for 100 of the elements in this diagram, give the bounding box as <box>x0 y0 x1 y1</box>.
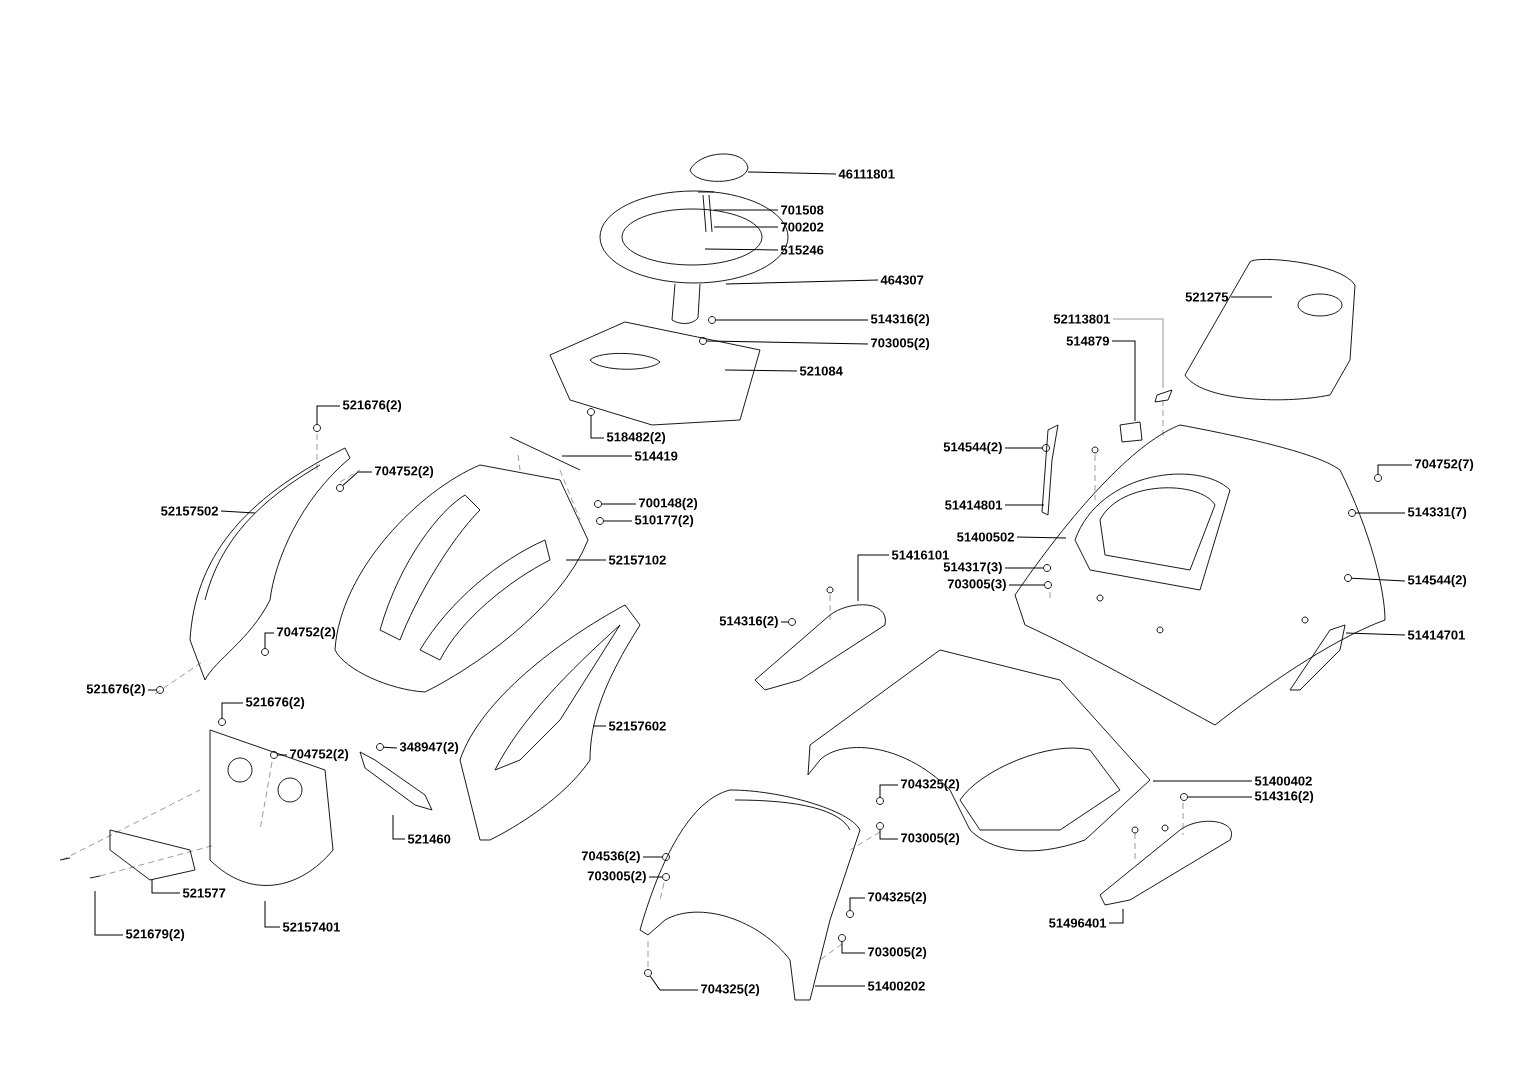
callout-number: 703005(2) <box>587 870 646 884</box>
leader-line <box>1016 536 1067 539</box>
callout-number: 703005(3) <box>947 578 1006 592</box>
leader-line <box>780 621 789 623</box>
callout-number: 514879 <box>1066 336 1109 346</box>
callout-number: 46111801 <box>838 169 895 179</box>
leader-line <box>1112 318 1164 389</box>
leader-line <box>264 900 281 928</box>
leader-line <box>879 829 899 840</box>
leader-line <box>849 897 866 911</box>
fastener-icon <box>644 969 652 977</box>
leader-line <box>642 856 663 858</box>
fastener-icon <box>1374 474 1382 482</box>
leader-line <box>1377 464 1413 475</box>
callout-number: 700202 <box>781 222 824 232</box>
callout-number: 704325(2) <box>701 983 760 997</box>
callout-number: 51416101 <box>891 550 949 560</box>
callout-number: 521577 <box>182 888 226 898</box>
leader-line <box>264 632 275 649</box>
leader-line <box>277 754 288 756</box>
callout-number: 510177(2) <box>634 514 694 528</box>
callout-number: 51414801 <box>945 500 1003 510</box>
fastener-icon <box>876 797 884 805</box>
callout-number: 514316(2) <box>719 615 778 629</box>
callout-number: 514544(2) <box>943 441 1002 455</box>
leader-line <box>1004 567 1044 569</box>
callout-number: 51400202 <box>867 981 925 991</box>
callout-number: 51400502 <box>957 532 1014 542</box>
callout-number: 52157102 <box>608 555 666 565</box>
leader-line <box>724 369 798 372</box>
fastener-icon <box>662 873 670 881</box>
fastener-icon <box>1180 793 1188 801</box>
callout-number: 514317(3) <box>943 561 1002 575</box>
callout-number: 704536(2) <box>581 850 640 864</box>
callout-number: 514331(7) <box>1407 506 1467 520</box>
leader-line <box>879 784 899 798</box>
callout-number: 521084 <box>799 366 843 376</box>
callout-number: 514316(2) <box>1254 790 1314 804</box>
callout-number: 514544(2) <box>1407 574 1467 588</box>
callout-number: 51414701 <box>1407 630 1465 640</box>
leader-line <box>814 985 866 987</box>
callout-number: 52113801 <box>1053 314 1111 324</box>
callout-number: 703005(2) <box>871 337 930 351</box>
callout-number: 52157502 <box>161 506 218 516</box>
fastener-icon <box>261 648 269 656</box>
leader-line <box>649 975 699 991</box>
leader-line <box>1004 447 1043 449</box>
fastener-icon <box>662 853 670 861</box>
leader-line <box>1230 296 1273 298</box>
fastener-icon <box>594 500 602 508</box>
leader-line <box>147 689 157 691</box>
leader-line <box>648 876 663 878</box>
callout-number: 51400402 <box>1254 776 1312 786</box>
callout-number: 521679(2) <box>125 928 185 942</box>
fastener-icon <box>1042 444 1050 452</box>
leader-line <box>1345 632 1406 636</box>
callout-number: 515246 <box>780 245 824 255</box>
callout-number: 514316(2) <box>870 313 930 327</box>
callout-number: 700148(2) <box>639 497 698 511</box>
callout-number: 703005(2) <box>901 832 960 846</box>
leader-line <box>1187 796 1253 798</box>
callout-number: 52157602 <box>608 721 666 731</box>
fastener-icon <box>270 751 278 759</box>
leader-line <box>715 319 869 321</box>
fastener-icon <box>218 718 226 726</box>
callout-number: 701508 <box>781 205 824 215</box>
fastener-icon <box>336 484 344 492</box>
leader-line <box>704 248 779 251</box>
leader-line <box>383 746 398 749</box>
leader-line <box>590 415 605 439</box>
leader-line <box>316 405 341 425</box>
fastener-icon <box>587 408 595 416</box>
callout-number: 518482(2) <box>606 431 666 445</box>
leader-line <box>592 725 607 727</box>
callout-number: 514419 <box>634 451 678 461</box>
leader-line <box>561 455 633 457</box>
fastener-icon <box>1348 509 1356 517</box>
leader-line <box>1351 577 1406 582</box>
fastener-icon <box>156 686 164 694</box>
leader-line <box>565 559 607 561</box>
callout-number: 704752(2) <box>277 626 336 640</box>
leader-line <box>1108 908 1124 924</box>
fastener-icon <box>788 618 796 626</box>
fastener-icon <box>1043 564 1051 572</box>
leader-line <box>601 503 637 505</box>
leader-line <box>1152 780 1253 782</box>
fastener-icon <box>876 822 884 830</box>
leader-line <box>841 941 866 954</box>
leader-line <box>725 279 879 285</box>
leader-line <box>603 520 633 522</box>
callout-number: 521676(2) <box>245 696 305 710</box>
callout-number: 51496401 <box>1049 918 1107 928</box>
fastener-icon <box>699 337 707 345</box>
callout-number: 704325(2) <box>868 891 927 905</box>
callout-number: 521676(2) <box>86 683 145 697</box>
callout-number: 521275 <box>1185 292 1229 302</box>
leader-line <box>392 814 406 840</box>
leader-line <box>857 554 890 602</box>
leader-line <box>713 226 779 228</box>
fastener-icon <box>1344 574 1352 582</box>
